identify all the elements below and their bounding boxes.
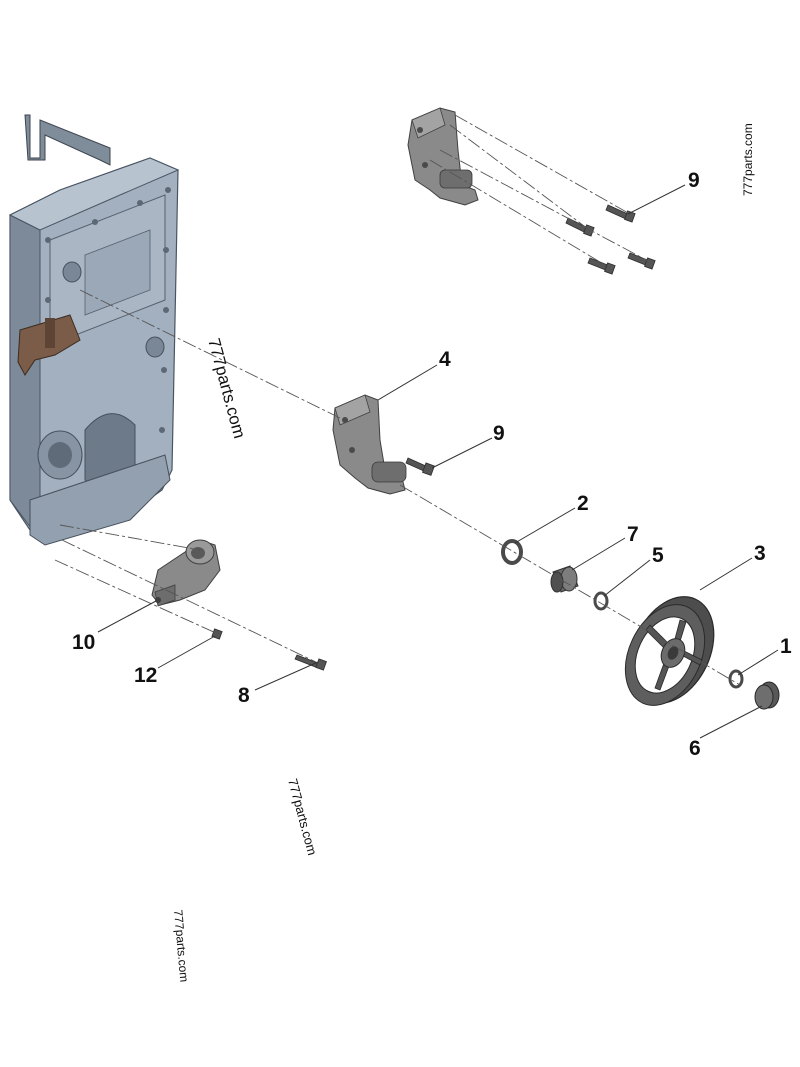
dust-cap [754,681,780,710]
tensioner-body [151,539,221,607]
watermark-top-right: 777parts.com [741,123,755,196]
callout-7: 7 [627,523,639,546]
callout-1: 1 [780,635,792,658]
upper-mounting-bracket [407,107,479,206]
callout-3: 3 [754,542,766,565]
callout-leaders [97,184,779,739]
watermark-lower-left: 777parts.com [171,909,191,983]
upper-bolt-set [565,204,656,275]
watermark-lower-mid: 777parts.com [285,777,320,857]
callout-5: 5 [652,544,664,567]
assembly-axis-lines [54,114,741,686]
watermarks: 777parts.com 777parts.com 777parts.com 7… [171,123,755,982]
watermark-center: 777parts.com [204,336,249,440]
engine-front-housing [8,114,180,546]
callout-12: 12 [134,664,157,687]
bracket-bolt [405,457,435,476]
callout-6: 6 [689,737,701,760]
seal-ring [501,539,523,565]
callout-4: 4 [439,348,451,371]
tensioner-bracket [332,394,407,495]
callout-labels: 9 4 9 2 7 5 3 1 6 10 12 8 [72,169,792,760]
washer [593,591,609,611]
callout-9-top: 9 [688,169,700,192]
bushing [550,565,579,593]
retainer-ring [728,669,744,689]
callout-10: 10 [72,631,95,654]
callout-2: 2 [577,492,589,515]
callout-9-mid: 9 [493,422,505,445]
long-bolt [294,654,327,671]
callout-8: 8 [238,684,250,707]
idler-pulley [624,596,715,706]
